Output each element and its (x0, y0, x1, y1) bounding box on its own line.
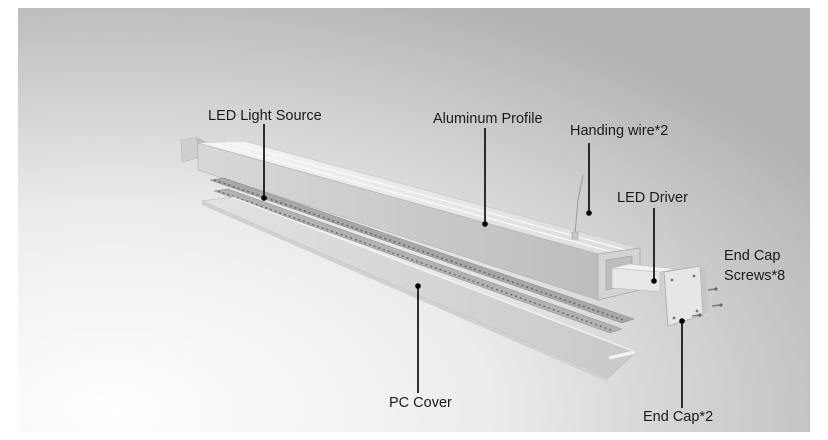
label-aluminum-profile: Aluminum Profile (433, 111, 543, 127)
label-end-cap-screws-line1: End Cap (724, 248, 780, 264)
led-light-source (209, 177, 635, 334)
right-end-cap (663, 265, 708, 327)
label-handing-wire: Handing wire*2 (570, 123, 668, 139)
leader-dots (261, 195, 685, 324)
label-end-cap: End Cap*2 (643, 409, 713, 425)
hanging-wire (571, 174, 584, 240)
end-cap-screws (691, 287, 723, 317)
label-led-light-source: LED Light Source (208, 108, 322, 124)
leader-lines (263, 124, 683, 408)
label-end-cap-screws-line2: Screws*8 (724, 268, 785, 284)
label-led-driver: LED Driver (617, 190, 688, 206)
label-pc-cover: PC Cover (389, 395, 452, 411)
led-driver (611, 263, 677, 293)
